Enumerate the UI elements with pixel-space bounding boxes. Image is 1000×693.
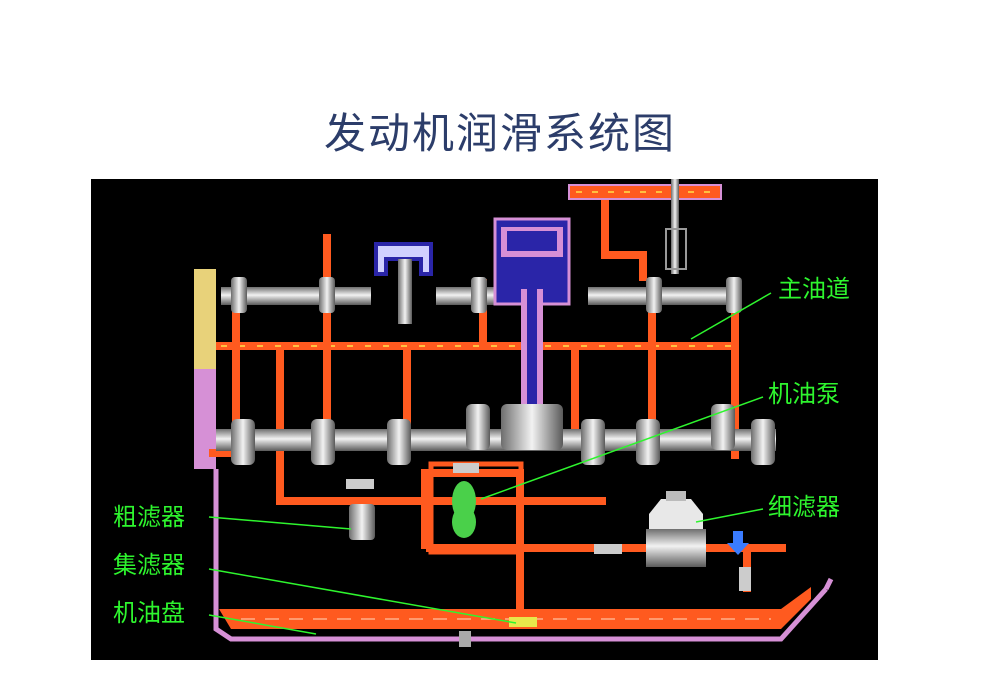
page-title: 发动机润滑系统图: [323, 109, 676, 158]
fine-filter: [594, 491, 751, 591]
valve-spring: [665, 228, 687, 270]
diagram-drawing: [194, 179, 834, 647]
pump-relief-valve: [453, 463, 479, 473]
strainer-element: [509, 617, 537, 627]
flow-arrow-icon: [727, 531, 749, 555]
camshaft: [221, 277, 742, 313]
main-oil-gallery: [216, 342, 738, 350]
tappet-block: [374, 242, 433, 324]
label-main-gallery: 主油道: [778, 275, 850, 303]
label-coarse-filter: 粗滤器: [113, 503, 185, 531]
label-oil-pan: 机油盘: [113, 599, 185, 627]
oil-pump: [428, 461, 524, 555]
engine-frame: [194, 269, 834, 642]
lubrication-diagram: 主油道 机油泵 细滤器 粗滤器 集滤器 机油盘: [91, 179, 878, 660]
drain-plug-icon: [459, 631, 471, 647]
label-fine-filter: 细滤器: [768, 493, 840, 521]
label-oil-pump: 机油泵: [768, 380, 840, 408]
leader-lines: [208, 292, 772, 635]
rocker-shaft-line: [568, 179, 722, 274]
crankshaft: [216, 404, 776, 465]
oil-pan: [219, 587, 811, 647]
valve-stem: [671, 179, 679, 274]
label-strainer: 集滤器: [113, 551, 185, 579]
coarse-filter: [346, 479, 375, 540]
